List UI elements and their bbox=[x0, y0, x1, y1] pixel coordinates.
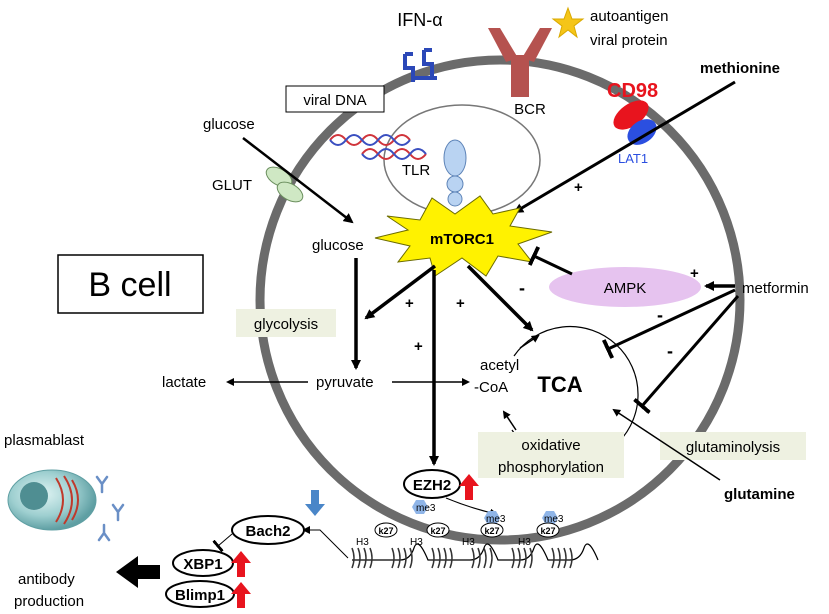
glut-label: GLUT bbox=[212, 177, 252, 194]
tlr-icon bbox=[443, 139, 467, 207]
b-cell-label-box bbox=[57, 254, 204, 314]
xbp1-label: XBP1 bbox=[183, 556, 222, 573]
glutaminolysis-label: glutaminolysis bbox=[686, 439, 780, 456]
cell-membrane bbox=[255, 55, 745, 545]
blimp1-label: Blimp1 bbox=[175, 587, 225, 604]
metformin-inhibits-tca-2 bbox=[633, 295, 740, 415]
oxphos-label-1: oxidative bbox=[521, 437, 580, 454]
glutaminolysis-box bbox=[660, 432, 806, 460]
oxphos-label-2: phosphorylation bbox=[498, 459, 604, 476]
plasmablast-er-icon bbox=[55, 475, 79, 525]
me3-hex bbox=[484, 511, 500, 525]
bach2-label: Bach2 bbox=[245, 523, 290, 540]
k27-label-2: k27 bbox=[430, 526, 445, 536]
methionine-arrow bbox=[513, 80, 736, 214]
antigen-star-icon bbox=[551, 6, 585, 39]
bach2-inhibits-xbp1 bbox=[212, 533, 233, 553]
me3-label-1: me3 bbox=[416, 503, 436, 514]
mtorc1-to-glycolysis-arrow bbox=[364, 264, 437, 320]
h3-label-1: H3 bbox=[356, 537, 369, 548]
chromatin-fiber bbox=[352, 543, 599, 561]
ifn-receptor-icon bbox=[403, 48, 437, 82]
ampk-label: AMPK bbox=[604, 280, 647, 297]
bach2-node bbox=[231, 515, 305, 545]
plasmablast-label: plasmablast bbox=[4, 432, 85, 449]
chromatin-to-bach2-line bbox=[302, 526, 349, 559]
me3-label-2: me3 bbox=[486, 514, 506, 525]
tca-label: TCA bbox=[537, 372, 582, 397]
me3-marks bbox=[412, 500, 558, 525]
viral-dna-icon bbox=[329, 134, 427, 160]
me3-hex bbox=[412, 500, 428, 514]
blimp1-up-arrow-icon bbox=[231, 582, 251, 608]
cd98-icon bbox=[613, 100, 649, 130]
antibody-icons bbox=[95, 475, 125, 542]
glutamine-to-tca-arrow bbox=[612, 408, 721, 481]
antigen-label-1: autoantigen bbox=[590, 8, 668, 25]
k27-marks bbox=[374, 522, 560, 538]
acetyl-label-1: acetyl bbox=[480, 357, 519, 374]
ampk-node bbox=[549, 267, 701, 307]
plus-sign-methionine: + bbox=[574, 179, 583, 196]
lat1-icon bbox=[627, 119, 657, 145]
h3-label-3: H3 bbox=[462, 537, 475, 548]
metformin-label: metformin bbox=[742, 280, 809, 297]
plus-sign-metformin: + bbox=[690, 265, 699, 282]
bcr-icon bbox=[488, 28, 552, 97]
methionine-label: methionine bbox=[700, 60, 780, 77]
b-cell-label: B cell bbox=[88, 266, 171, 304]
glucose-outside-label: glucose bbox=[203, 116, 255, 133]
h3-label-2: H3 bbox=[410, 537, 423, 548]
ezh2-up-arrow-icon bbox=[459, 474, 479, 500]
glycolysis-box bbox=[236, 309, 336, 337]
ifn-alpha-label: IFN-α bbox=[397, 10, 442, 30]
plus-sign-ezh2: + bbox=[414, 338, 423, 355]
viral-dna-box bbox=[285, 85, 385, 113]
oxphos-box bbox=[478, 432, 624, 478]
nucleosome-coils bbox=[351, 547, 573, 569]
bach2-down-arrow-icon bbox=[305, 490, 325, 516]
k27-label-4: k27 bbox=[540, 526, 555, 536]
ezh2-label: EZH2 bbox=[413, 477, 451, 494]
plus-sign-glycolysis: + bbox=[405, 295, 414, 312]
plus-sign-tca: + bbox=[456, 295, 465, 312]
me3-label-3: me3 bbox=[544, 514, 564, 525]
oxphos-to-tca-arrow bbox=[502, 410, 517, 431]
antigen-label-2: viral protein bbox=[590, 32, 668, 49]
glutamine-label: glutamine bbox=[724, 486, 795, 503]
tca-entry-arrow bbox=[519, 334, 540, 349]
xbp1-up-arrow-icon bbox=[231, 551, 251, 577]
mtorc1-to-tca-arrow bbox=[466, 264, 534, 332]
antibody-production-arrow-icon bbox=[116, 556, 160, 588]
glucose-inside-label: glucose bbox=[312, 237, 364, 254]
pyruvate-label: pyruvate bbox=[316, 374, 374, 391]
tlr-label: TLR bbox=[402, 162, 431, 179]
k27-label-1: k27 bbox=[378, 526, 393, 536]
cd98-label: CD98 bbox=[607, 80, 658, 102]
antibody-label-2: production bbox=[14, 593, 84, 610]
me3-hex bbox=[542, 511, 558, 525]
glucose-uptake-arrow bbox=[242, 137, 354, 224]
glycolysis-label: glycolysis bbox=[254, 316, 318, 333]
h3-label-4: H3 bbox=[518, 537, 531, 548]
plasmablast-nucleus-icon bbox=[20, 482, 48, 510]
metformin-inhibits-tca-1 bbox=[601, 288, 736, 359]
minus-sign-metformin-1: - bbox=[657, 305, 663, 325]
antibody-label-1: antibody bbox=[18, 571, 75, 588]
bcr-label: BCR bbox=[514, 101, 546, 118]
lat1-label: LAT1 bbox=[618, 151, 648, 166]
k27-label-3: k27 bbox=[484, 526, 499, 536]
acetyl-label-2: -CoA bbox=[474, 379, 508, 396]
ezh2-node bbox=[403, 469, 461, 499]
ampk-inhibits-mtorc1 bbox=[527, 246, 573, 276]
lactate-label: lactate bbox=[162, 374, 206, 391]
minus-sign-metformin-2: - bbox=[667, 341, 673, 361]
mtorc1-label: mTORC1 bbox=[430, 231, 494, 248]
minus-sign-ampk: - bbox=[519, 278, 525, 298]
viral-dna-label: viral DNA bbox=[303, 92, 366, 109]
